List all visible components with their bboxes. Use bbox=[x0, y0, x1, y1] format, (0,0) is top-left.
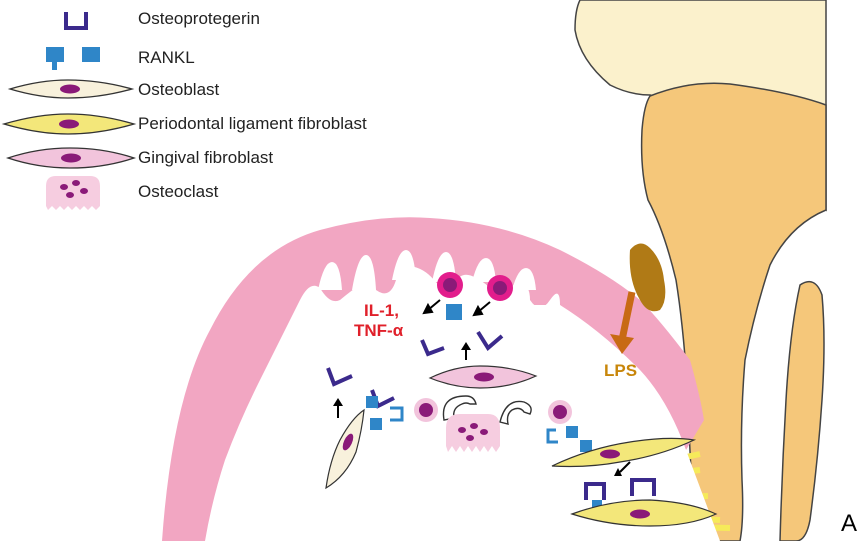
legend-pdl-fibroblast-icon bbox=[4, 114, 134, 134]
legend-gingival-fibroblast-icon bbox=[8, 148, 134, 168]
precursor-right bbox=[548, 400, 572, 424]
legend-label-osteoblast: Osteoblast bbox=[138, 80, 219, 100]
tnf-label: TNF-α bbox=[354, 321, 404, 340]
legend-label-osteoprotegerin: Osteoprotegerin bbox=[138, 9, 260, 29]
legend-label-pdl-fibroblast: Periodontal ligament fibroblast bbox=[138, 114, 367, 134]
panel-letter: A bbox=[841, 510, 857, 538]
legend-opg-icon bbox=[66, 12, 86, 28]
il1-label: IL-1, bbox=[364, 301, 399, 320]
legend-osteoclast-icon bbox=[46, 176, 100, 210]
precursor-left bbox=[414, 398, 438, 422]
lps-label: LPS bbox=[604, 361, 637, 380]
rankl-center bbox=[446, 304, 462, 320]
tooth-root-2 bbox=[780, 282, 824, 541]
legend-osteoblast-icon bbox=[10, 80, 132, 98]
legend-label-gingival-fibroblast: Gingival fibroblast bbox=[138, 148, 273, 168]
legend-label-osteoclast: Osteoclast bbox=[138, 182, 218, 202]
legend-rankl-icon bbox=[46, 47, 100, 70]
legend-label-rankl: RANKL bbox=[138, 48, 195, 68]
